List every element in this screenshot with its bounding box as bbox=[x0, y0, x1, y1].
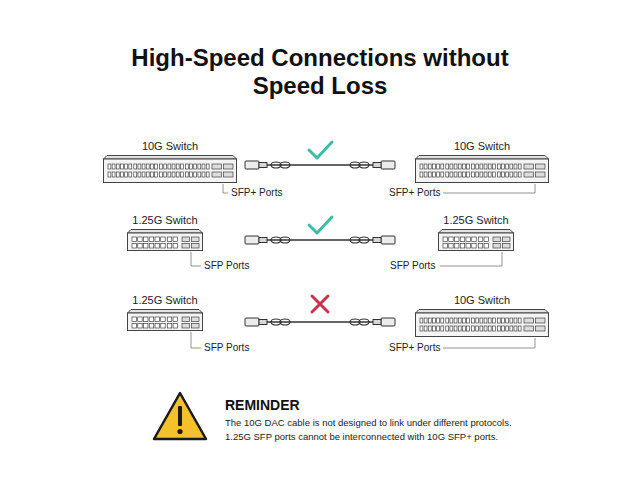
switch-name: 1.25G Switch bbox=[438, 214, 514, 227]
switch-illustration bbox=[127, 309, 203, 331]
reminder-heading: REMINDER bbox=[225, 397, 300, 414]
dac-cable bbox=[245, 161, 395, 169]
switch-illustration bbox=[415, 309, 549, 337]
dac-cable bbox=[245, 318, 395, 326]
switch-node: 10G Switch bbox=[415, 294, 549, 337]
switch-name: 10G Switch bbox=[415, 294, 549, 307]
port-label: SFP+ Ports bbox=[389, 186, 440, 200]
switch-node: 1.25G Switch bbox=[127, 214, 203, 251]
check-mark bbox=[309, 142, 332, 158]
switch-name: 1.25G Switch bbox=[127, 294, 203, 307]
title: High-Speed Connections without Speed Los… bbox=[110, 44, 530, 100]
port-label: SFP Ports bbox=[204, 259, 249, 273]
cross-mark bbox=[312, 296, 328, 312]
port-label: SFP Ports bbox=[204, 341, 249, 355]
switch-node: 10G Switch bbox=[415, 140, 549, 183]
switch-name: 10G Switch bbox=[103, 140, 237, 153]
dac-cable bbox=[245, 236, 395, 244]
switch-illustration bbox=[103, 155, 237, 183]
switch-name: 10G Switch bbox=[415, 140, 549, 153]
warning-icon bbox=[154, 393, 206, 439]
reminder-note: 1.25G SFP ports cannot be interconnected… bbox=[225, 430, 498, 443]
switch-node: 1.25G Switch bbox=[438, 214, 514, 251]
switch-name: 1.25G Switch bbox=[127, 214, 203, 227]
check-mark bbox=[309, 217, 332, 233]
switch-node: 1.25G Switch bbox=[127, 294, 203, 331]
switch-illustration bbox=[438, 229, 514, 251]
port-label: SFP+ Ports bbox=[389, 341, 440, 355]
reminder-note: The 10G DAC cable is not designed to lin… bbox=[225, 416, 512, 429]
port-label: SFP+ Ports bbox=[231, 186, 282, 200]
switch-illustration bbox=[415, 155, 549, 183]
switch-illustration bbox=[127, 229, 203, 251]
port-label: SFP Ports bbox=[390, 259, 435, 273]
switch-node: 10G Switch bbox=[103, 140, 237, 183]
